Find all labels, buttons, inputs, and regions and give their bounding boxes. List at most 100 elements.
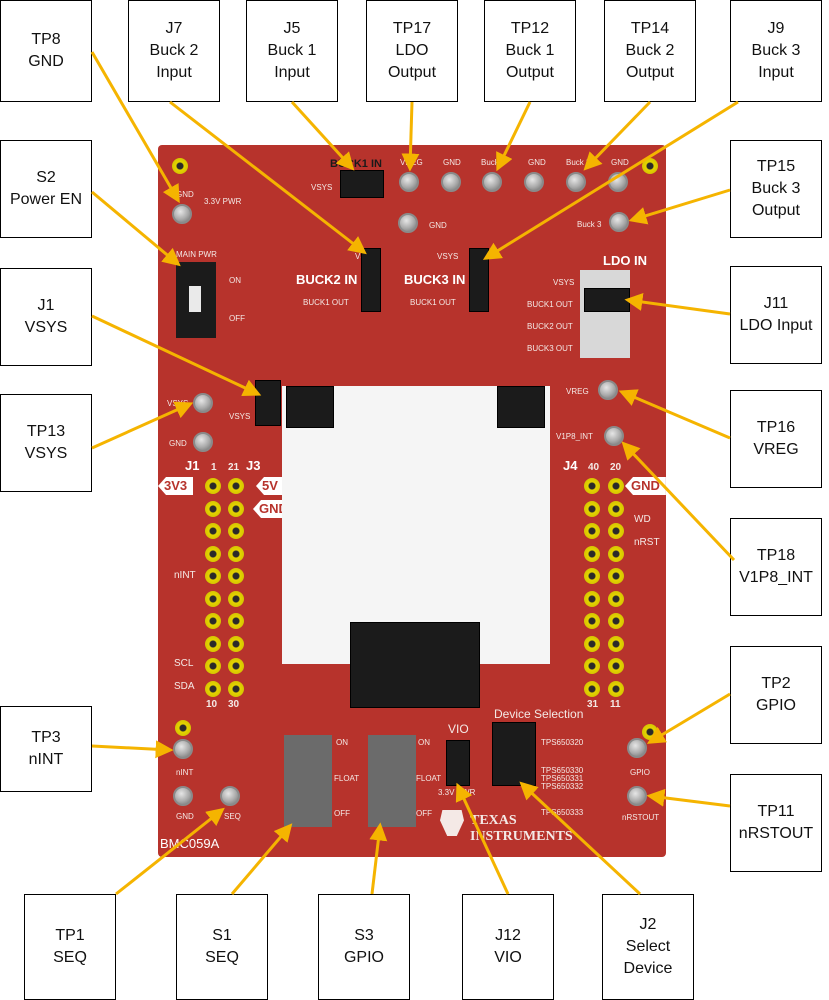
header-pin <box>205 568 221 584</box>
silk-tps650332: TPS650332 <box>541 782 584 791</box>
tag-gnd: GND <box>625 477 666 495</box>
silk-buck2-in: BUCK2 IN <box>296 272 358 287</box>
header-pin <box>584 635 600 652</box>
silk-ldo-in: LDO IN <box>603 253 648 268</box>
callout-tp1: TP1 SEQ <box>24 894 116 1000</box>
jumper-j2 <box>492 722 536 786</box>
header-pin <box>228 613 244 629</box>
callout-tp3: TP3 nINT <box>0 706 92 792</box>
header-pin <box>584 523 600 539</box>
header-pin <box>584 545 600 562</box>
header-pin <box>584 478 600 494</box>
test-point-tp8-gnd <box>172 204 192 224</box>
silk-3v3-pwr: 3.3V PWR <box>438 788 476 797</box>
switch-s2-slider <box>189 286 201 312</box>
jumper-j5 <box>340 170 384 198</box>
center-module-clip <box>286 386 334 428</box>
test-point-gnd <box>193 432 213 452</box>
jumper-j11 <box>584 288 630 312</box>
silk-on: ON <box>418 738 430 747</box>
callout-tp14: TP14 Buck 2 Output <box>604 0 696 102</box>
silk-nrstout: nRSTOUT <box>622 813 660 822</box>
test-point-tp17-vreg <box>399 172 419 192</box>
silk-vsys: VSYS <box>553 278 575 287</box>
header-pin <box>228 500 244 517</box>
silk-on: ON <box>229 276 241 285</box>
test-point-tp14-buck2 <box>566 172 586 192</box>
callout-tp8: TP8 GND <box>0 0 92 102</box>
silk-tps650330: TPS650330 <box>541 766 584 775</box>
silk-buck3-in: BUCK3 IN <box>404 272 466 287</box>
silk-3v3-pwr: 3.3V PWR <box>204 197 242 206</box>
silk-gnd: GND <box>169 439 187 448</box>
silk-main-pwr: MAIN PWR <box>176 250 217 259</box>
silk-vreg: VREG <box>400 158 423 167</box>
silk-gnd: GND <box>528 158 546 167</box>
silk-float: FLOAT <box>334 774 360 783</box>
header-pin <box>608 568 624 584</box>
test-point-tp16-vreg <box>598 380 618 400</box>
mounting-hole <box>642 724 658 740</box>
silk-nint: nINT <box>176 768 194 777</box>
test-point-tp12-buck1 <box>482 172 502 192</box>
header-pin <box>584 658 600 674</box>
silk-pin-1: 1 <box>211 462 217 473</box>
silk-float: FLOAT <box>416 774 442 783</box>
callout-tp16: TP16 VREG <box>730 390 822 488</box>
callout-tp18: TP18 V1P8_INT <box>730 518 822 616</box>
callout-j2: J2 Select Device <box>602 894 694 1000</box>
header-pin <box>608 613 624 629</box>
silk-gnd: GND <box>611 158 629 167</box>
center-module-clip <box>497 386 545 428</box>
test-point-gnd <box>524 172 544 192</box>
callout-tp11: TP11 nRSTOUT <box>730 774 822 872</box>
silk-off: OFF <box>416 809 432 818</box>
silk-gnd: GND <box>176 812 194 821</box>
header-pin <box>608 680 624 697</box>
ldo-header-shroud <box>580 270 630 358</box>
callout-tp2: TP2 GPIO <box>730 646 822 744</box>
header-pin <box>205 613 221 629</box>
header-pin <box>205 658 221 674</box>
silk-off: OFF <box>334 809 350 818</box>
silk-vreg: VREG <box>566 387 589 396</box>
silk-vsys: VSYS <box>437 252 459 261</box>
silk-buck2-out: BUCK2 OUT <box>527 322 573 331</box>
silk-v1p8-int: V1P8_INT <box>556 432 593 441</box>
silk-j1: J1 <box>185 458 200 473</box>
callout-j12: J12 VIO <box>462 894 554 1000</box>
silk-buck1-out: BUCK1 OUT <box>410 298 456 307</box>
mounting-hole <box>172 158 188 174</box>
header-pin <box>584 613 600 629</box>
test-point-tp2-gpio <box>627 738 647 758</box>
silk-buck1-in: BUCK1 IN <box>330 158 382 170</box>
board-name: BMC059A <box>160 836 220 851</box>
callout-j1: J1 VSYS <box>0 268 92 366</box>
silk-vsys: VSYS <box>311 183 333 192</box>
silk-on: ON <box>336 738 348 747</box>
silk-vio: VIO <box>448 722 469 736</box>
callout-j11: J11 LDO Input <box>730 266 822 364</box>
test-point-tp15-buck3 <box>609 212 629 232</box>
header-pin <box>608 545 624 562</box>
silk-pin-30: 30 <box>228 699 240 710</box>
silk-j4: J4 <box>563 458 578 473</box>
silk-wd: WD <box>634 514 651 525</box>
test-point-tp18-v1p8 <box>604 426 624 446</box>
silk-pin-21: 21 <box>228 462 240 473</box>
silk-pin-20: 20 <box>610 462 622 473</box>
header-pin <box>608 523 624 539</box>
header-pin <box>608 658 624 674</box>
silk-pin-11: 11 <box>610 699 621 710</box>
silk-scl: SCL <box>174 658 194 669</box>
silk-pin-40: 40 <box>588 462 600 473</box>
header-pin <box>205 635 221 652</box>
tag-3v3: 3V3 <box>158 477 194 495</box>
silk-buck3-out: BUCK3 OUT <box>527 344 573 353</box>
callout-s1: S1 SEQ <box>176 894 268 1000</box>
header-pin <box>228 478 244 494</box>
header-pin <box>228 523 244 539</box>
silk-buck1-out: BUCK1 OUT <box>527 300 573 309</box>
callout-tp17: TP17 LDO Output <box>366 0 458 102</box>
